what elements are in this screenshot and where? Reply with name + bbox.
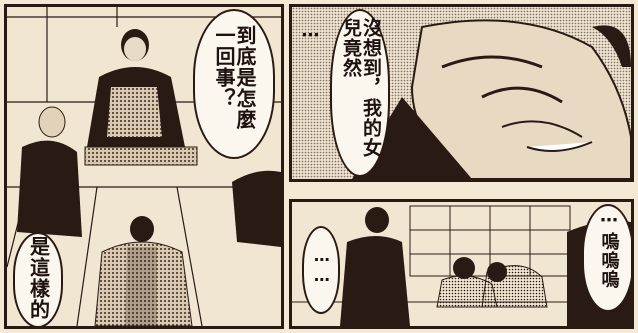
speech-bubble: 到底是怎麼一回事？: [193, 9, 275, 159]
speech-bubble: 是這樣的: [13, 232, 63, 326]
panel-meeting-room: 到底是怎麼一回事？ 是這樣的: [4, 4, 284, 329]
bubble-text: 沒想到，我的女兒竟然: [340, 18, 382, 158]
speech-bubble: ⋯嗚嗚嗚: [582, 204, 631, 312]
bubble-text: ⋯嗚嗚嗚: [598, 210, 620, 289]
bubble-text: 到底是怎麼一回事？: [212, 25, 257, 130]
panel-kneeling-scene: ⋯嗚嗚嗚 ⋯⋯: [289, 199, 634, 329]
kneeling-scene-art: [292, 202, 631, 326]
speech-bubble: 沒想到，我的女兒竟然: [330, 9, 390, 177]
bubble-text: 是這樣的: [26, 236, 51, 320]
speech-bubble-ellipsis: ⋯⋯: [302, 226, 340, 314]
ellipsis-mark: ⋯⋯: [312, 250, 332, 290]
panel-father-closeup: 沒想到，我的女兒竟然 ⋯: [289, 4, 634, 182]
ellipsis-mark: ⋯: [300, 25, 321, 46]
